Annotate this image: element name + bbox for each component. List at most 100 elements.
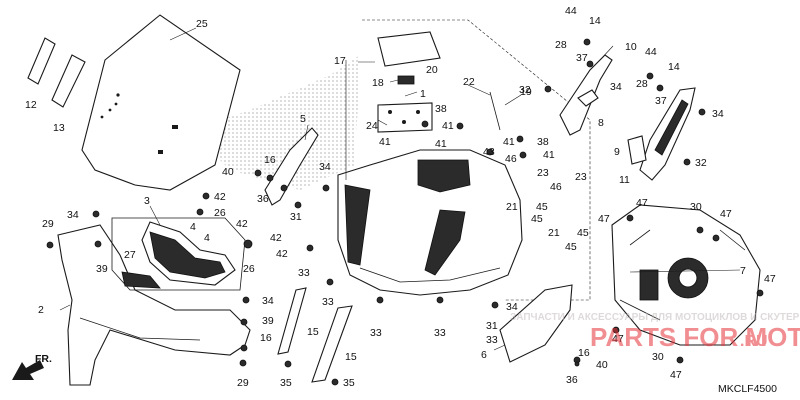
inner-panel-ribs bbox=[619, 229, 746, 321]
bracket-11-inner bbox=[654, 99, 689, 156]
cowl-right-rail bbox=[424, 209, 466, 276]
stay-22 bbox=[489, 91, 501, 131]
callout-labels: 25 12 13 17 20 18 1 22 19 38 24 41 41 41… bbox=[25, 5, 776, 389]
callout-9: 9 bbox=[614, 146, 620, 158]
callout-35b: 35 bbox=[343, 377, 355, 389]
callout-19: 19 bbox=[520, 86, 532, 98]
callout-34e: 34 bbox=[67, 209, 79, 221]
windscreen-part bbox=[81, 14, 241, 191]
callout-42d: 42 bbox=[276, 248, 288, 260]
callout-29b: 29 bbox=[237, 377, 249, 389]
callout-26a: 26 bbox=[214, 207, 226, 219]
side-panel-part bbox=[499, 284, 573, 363]
callout-1: 1 bbox=[420, 88, 426, 100]
callout-32a: 32 bbox=[519, 84, 531, 96]
callout-18: 18 bbox=[372, 77, 384, 89]
callout-33a: 33 bbox=[486, 334, 498, 346]
callout-33c: 33 bbox=[322, 296, 334, 308]
callout-45a: 45 bbox=[536, 201, 548, 213]
strip-15b-part bbox=[311, 305, 353, 383]
strip-15a-part bbox=[277, 287, 307, 355]
callout-23a: 23 bbox=[537, 167, 549, 179]
callout-26b: 26 bbox=[243, 263, 255, 275]
callout-4a: 4 bbox=[190, 221, 196, 233]
callout-39a: 39 bbox=[96, 263, 108, 275]
callout-28a: 28 bbox=[555, 39, 567, 51]
callout-22: 22 bbox=[463, 76, 475, 88]
callout-6: 6 bbox=[481, 349, 487, 361]
callout-41c: 41 bbox=[435, 138, 447, 150]
callout-33d: 33 bbox=[370, 327, 382, 339]
callout-33e: 33 bbox=[434, 327, 446, 339]
watermark-tagline: ЗАПЧАСТИ И АКСЕССУАРЫ ДЛЯ МОТОЦИКЛОВ И С… bbox=[510, 312, 800, 323]
callout-15b: 15 bbox=[345, 351, 357, 363]
windscreen-mount-holes bbox=[100, 93, 178, 154]
callout-41a: 41 bbox=[442, 120, 454, 132]
duct-bracket-outline bbox=[111, 217, 246, 291]
callout-45c: 45 bbox=[577, 227, 589, 239]
callout-40b: 40 bbox=[222, 166, 234, 178]
callout-41b: 41 bbox=[379, 136, 391, 148]
callout-30a: 30 bbox=[690, 201, 702, 213]
callout-30b: 30 bbox=[652, 351, 664, 363]
callout-27: 27 bbox=[124, 249, 136, 261]
callout-15a: 15 bbox=[307, 326, 319, 338]
callout-8: 8 bbox=[598, 117, 604, 129]
callout-29a: 29 bbox=[42, 218, 54, 230]
callout-34d: 34 bbox=[319, 161, 331, 173]
plate-24-holes bbox=[388, 110, 420, 124]
callout-47f: 47 bbox=[670, 369, 682, 381]
callout-46b: 46 bbox=[550, 181, 562, 193]
callout-47e: 47 bbox=[612, 333, 624, 345]
callout-13: 13 bbox=[53, 122, 65, 134]
callout-16b: 16 bbox=[264, 154, 276, 166]
inner-panel-block bbox=[639, 269, 659, 301]
callout-42b: 42 bbox=[236, 218, 248, 230]
callout-7: 7 bbox=[740, 265, 746, 277]
callout-5: 5 bbox=[300, 113, 306, 125]
callout-47c: 47 bbox=[720, 208, 732, 220]
callout-10: 10 bbox=[625, 41, 637, 53]
inner-bracket-part bbox=[264, 127, 319, 206]
callout-31a: 31 bbox=[486, 320, 498, 332]
callout-3: 3 bbox=[144, 195, 150, 207]
callout-24: 24 bbox=[366, 120, 378, 132]
callout-4b: 4 bbox=[204, 232, 210, 244]
callout-38b: 38 bbox=[537, 136, 549, 148]
callout-36b: 36 bbox=[257, 193, 269, 205]
callout-46a: 46 bbox=[505, 153, 517, 165]
callout-37b: 37 bbox=[655, 95, 667, 107]
callout-35a: 35 bbox=[280, 377, 292, 389]
duct-foam-27 bbox=[121, 271, 161, 289]
callout-23b: 23 bbox=[575, 171, 587, 183]
strip-13-part bbox=[51, 54, 86, 108]
callout-47b: 47 bbox=[598, 213, 610, 225]
callout-16a: 16 bbox=[578, 347, 590, 359]
callout-41d: 41 bbox=[503, 136, 515, 148]
callout-41e: 41 bbox=[543, 149, 555, 161]
bracket-9-part bbox=[627, 135, 647, 165]
direction-label: FR. bbox=[35, 353, 52, 365]
watermark-domain: .RU bbox=[740, 333, 768, 350]
callout-17: 17 bbox=[334, 55, 346, 67]
callout-40a: 40 bbox=[596, 359, 608, 371]
callout-43: 43 bbox=[483, 146, 495, 158]
side-cowl-edge bbox=[79, 317, 201, 341]
callout-28b: 28 bbox=[636, 78, 648, 90]
callout-11: 11 bbox=[619, 174, 630, 186]
watermark: ЗАПЧАСТИ И АКСЕССУАРЫ ДЛЯ МОТОЦИКЛОВ И С… bbox=[510, 312, 800, 352]
callout-44b: 44 bbox=[645, 46, 657, 58]
callout-42a: 42 bbox=[214, 191, 226, 203]
fasteners bbox=[46, 38, 764, 386]
cowl-lower-edge bbox=[359, 267, 501, 283]
callout-21b: 21 bbox=[548, 227, 560, 239]
callout-42c: 42 bbox=[270, 232, 282, 244]
callout-2: 2 bbox=[38, 304, 44, 316]
callout-45b: 45 bbox=[531, 213, 543, 225]
callout-39b: 39 bbox=[262, 315, 274, 327]
front-arrow-icon bbox=[12, 360, 44, 380]
callout-14a: 14 bbox=[589, 15, 601, 27]
clip-18-part bbox=[397, 75, 415, 85]
callout-34f: 34 bbox=[262, 295, 274, 307]
